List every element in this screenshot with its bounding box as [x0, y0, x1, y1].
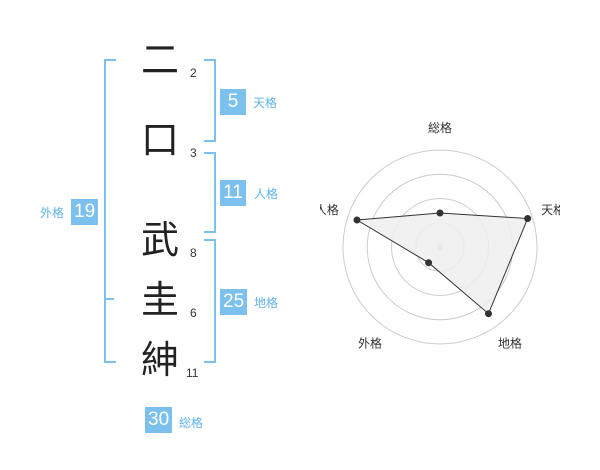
name-char-5: 紳: [140, 338, 179, 382]
radar-axis-label-2: 天格: [541, 202, 560, 217]
radar-point-1: [436, 209, 444, 217]
gaikaku-bracket-tick: [104, 298, 114, 300]
radar-point-2: [524, 215, 532, 223]
name-char-4: 圭: [140, 278, 179, 322]
radar-data-polygon: [355, 212, 529, 315]
gaikaku-label: 外格: [40, 206, 65, 220]
tenkaku-label: 天格: [253, 96, 278, 110]
stroke-count-4: 6: [190, 306, 197, 320]
radar-point-5: [353, 216, 361, 224]
tenkaku-score: 5: [220, 89, 246, 115]
name-char-2: 口: [140, 118, 179, 162]
stroke-count-2: 3: [190, 146, 197, 160]
name-char-3: 武: [140, 218, 179, 262]
stroke-count-1: 2: [190, 66, 197, 80]
gaikaku-score: 19: [71, 199, 99, 225]
soukaku-label: 総格: [179, 416, 204, 430]
radar-axis-label-3: 地格: [498, 335, 522, 350]
radar-axis-label-1: 総格: [428, 120, 452, 135]
gaikaku-bracket: [104, 59, 116, 363]
name-char-1: 二: [140, 38, 179, 82]
radar-point-3: [484, 310, 492, 318]
tenkaku-bracket: [204, 59, 216, 142]
radar-grid-ring: [342, 149, 538, 345]
jinkaku-label: 人格: [254, 187, 279, 201]
stroke-count-5: 11: [186, 366, 199, 380]
soukaku-score: 30: [145, 407, 173, 433]
radar-points: [353, 209, 532, 318]
chikaku-bracket: [204, 239, 216, 363]
jinkaku-bracket: [204, 152, 216, 233]
jinkaku-score: 11: [220, 180, 246, 206]
chikaku-label: 地格: [254, 296, 279, 310]
radar-point-4: [425, 259, 433, 267]
radar-axis-label-4: 外格: [358, 335, 382, 350]
stroke-count-3: 8: [190, 246, 197, 260]
radar-axis-label-5: 人格: [320, 202, 339, 217]
chikaku-score: 25: [220, 289, 248, 315]
